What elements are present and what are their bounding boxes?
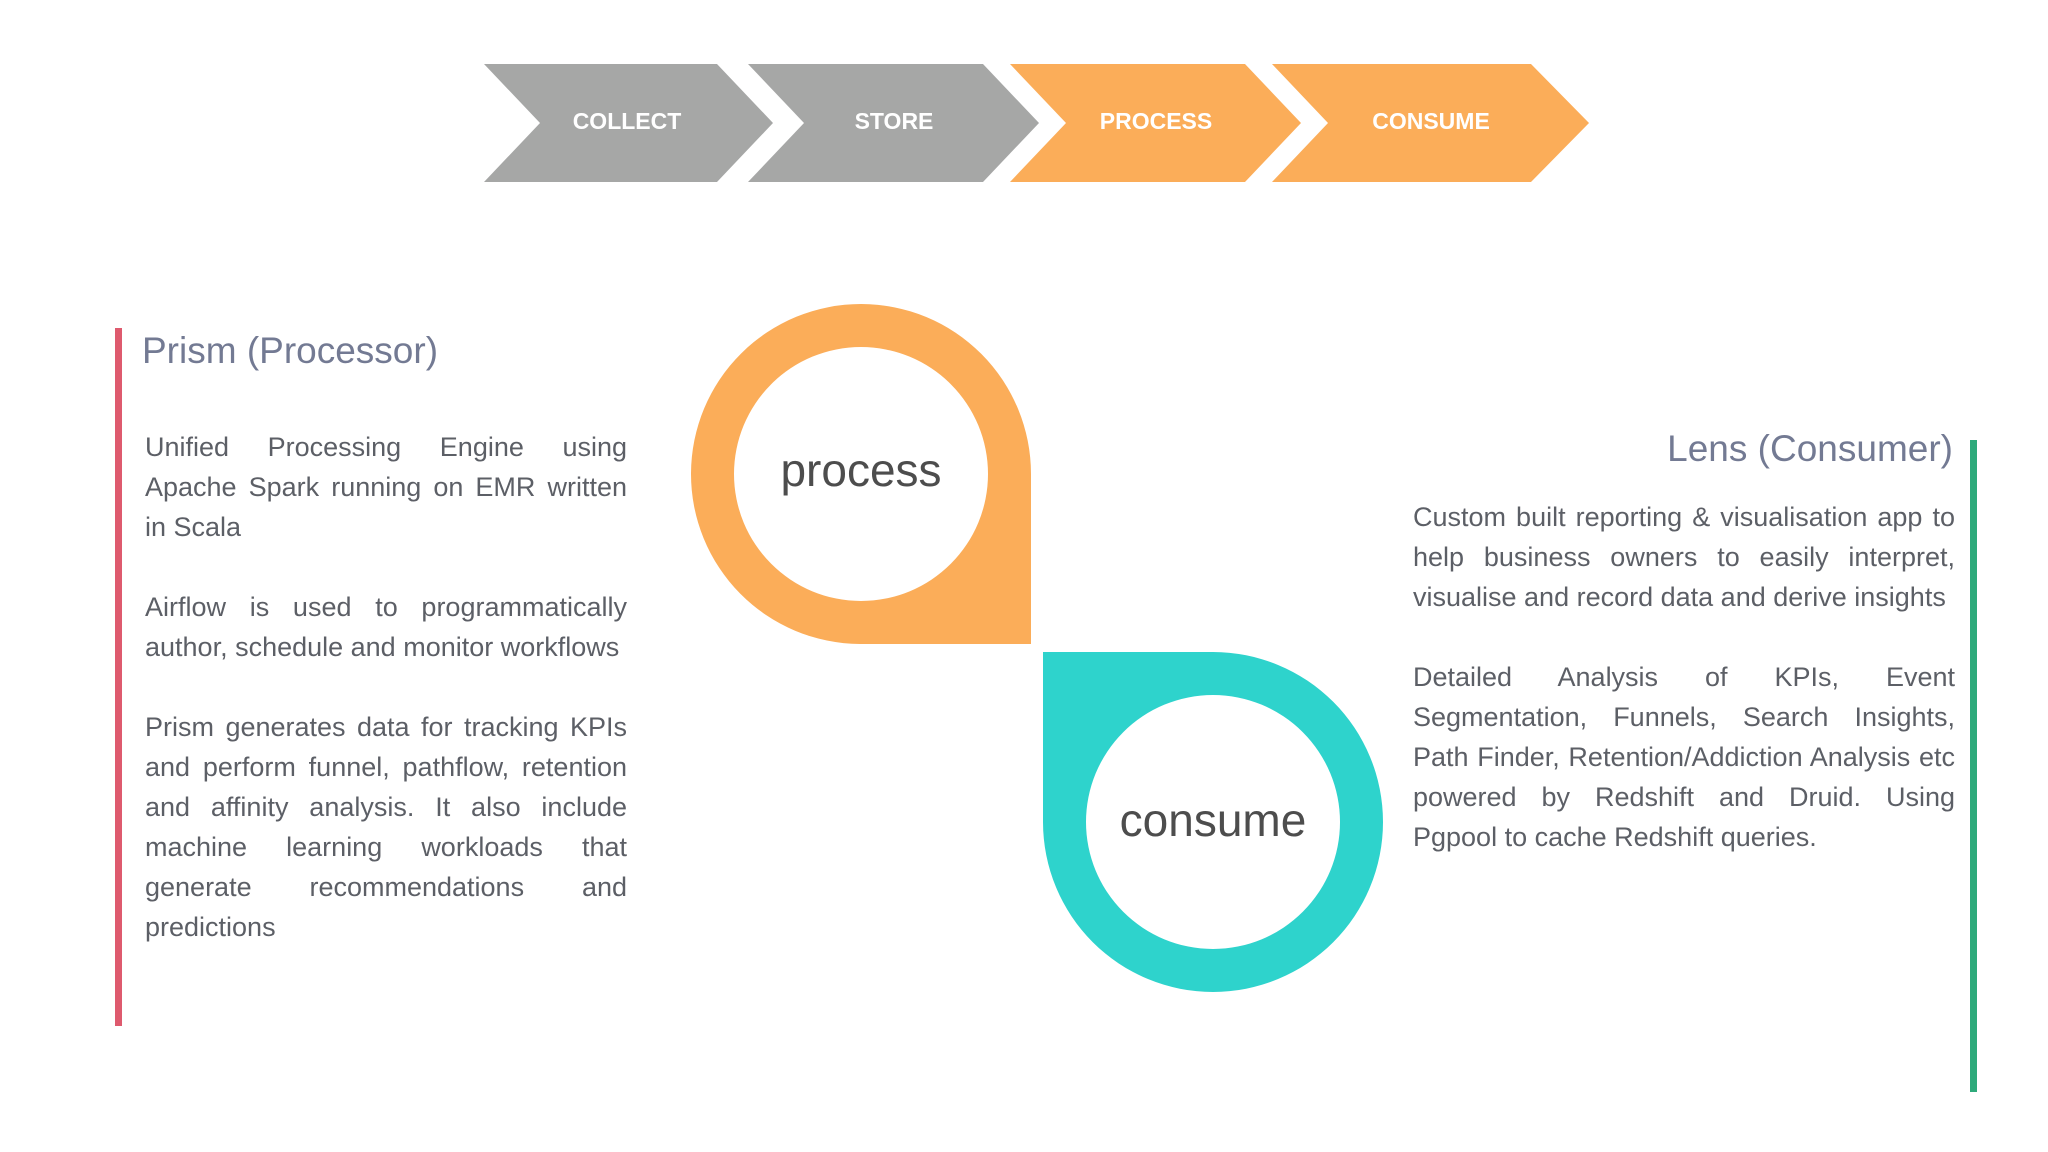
lens-accent-bar: [1970, 440, 1977, 1092]
step-consume-label: CONSUME: [1372, 108, 1490, 134]
lens-paragraph: Custom built reporting & visualisation a…: [1413, 502, 1955, 612]
step-collect-label: COLLECT: [573, 108, 682, 134]
lens-title: Lens (Consumer): [1667, 428, 1953, 469]
process-shape-label: process: [780, 444, 941, 496]
step-process-arrow: [1010, 64, 1301, 182]
lens-description: Custom built reporting & visualisation a…: [1413, 497, 1955, 897]
prism-paragraph: Prism generates data for tracking KPIs a…: [145, 712, 627, 942]
step-collect-arrow: [484, 64, 773, 182]
step-consume: CONSUME: [1272, 64, 1589, 182]
prism-title: Prism (Processor): [142, 330, 439, 371]
process-flow-steps: COLLECT STORE PROCESS CONSUME: [484, 64, 1589, 182]
step-store-label: STORE: [855, 108, 934, 134]
step-consume-arrow: [1272, 64, 1589, 182]
prism-paragraph: Airflow is used to programmatically auth…: [145, 592, 627, 662]
step-process: PROCESS: [1010, 64, 1301, 182]
prism-accent-bar: [115, 328, 122, 1026]
prism-paragraph: Unified Processing Engine using Apache S…: [145, 432, 627, 542]
consume-shape-label: consume: [1120, 794, 1307, 846]
consume-teardrop-shape: [1043, 652, 1383, 992]
step-process-label: PROCESS: [1100, 108, 1212, 134]
prism-description: Unified Processing Engine using Apache S…: [145, 427, 627, 987]
process-teardrop-shape: [691, 304, 1031, 644]
step-store-arrow: [748, 64, 1039, 182]
lens-paragraph: Detailed Analysis of KPIs, Event Segment…: [1413, 662, 1955, 852]
step-store: STORE: [748, 64, 1039, 182]
step-collect: COLLECT: [484, 64, 773, 182]
